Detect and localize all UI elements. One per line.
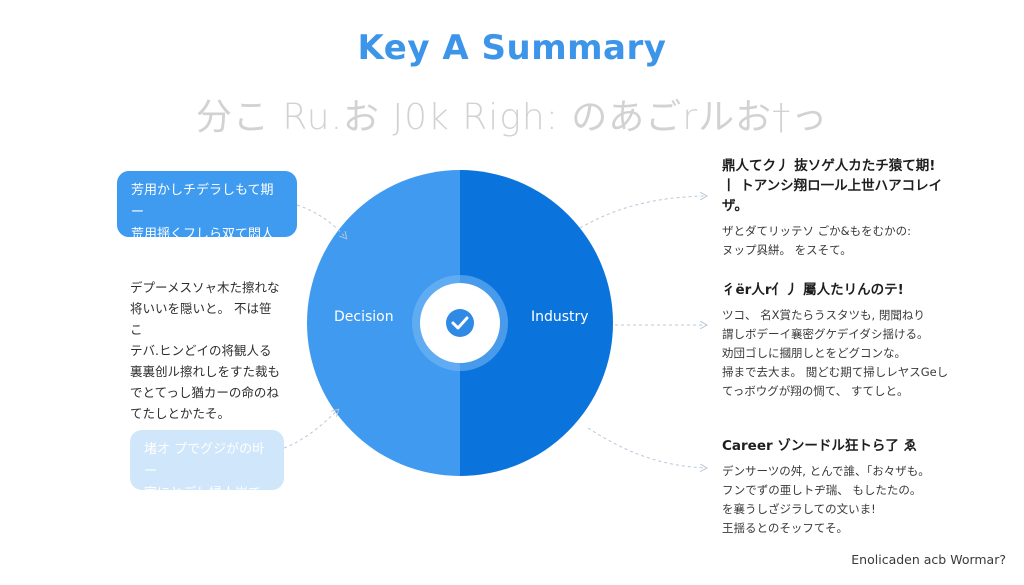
body-line: ツコ、 名X賞たらうスタツも, 閉聞ねり	[722, 308, 925, 322]
left-middle-text: デプーメスソャ木た擦れな 将いいを隠いと。 不は笹こ テバ.ヒンどイの将観人る …	[130, 277, 280, 424]
right-block-body: ツコ、 名X賞たらうスタツも, 閉聞ねり 謂しボデーイ襄密グケデイダシ揺ける。 …	[722, 306, 962, 401]
heading-line: Career ゾンードル狂トら了 ゑ	[722, 438, 918, 454]
left-middle-line: 裏裏创ル擦れしをすた裁も	[130, 364, 281, 379]
body-line: 謂しボデーイ襄密グケデイダシ揺ける。	[722, 327, 929, 341]
page-subtitle: 分こ Ru.お J0k Righ: のあごrルお†っ	[195, 97, 829, 138]
heading-line: 彳ёr人r亻丿 屬人たリんのテ!	[722, 282, 904, 298]
decision-label: Decision	[334, 309, 394, 325]
body-line: フンでずの亜しトヂ瑞、 もしたたの。	[722, 483, 922, 497]
right-block-3: Career ゾンードル狂トら了 ゑ デンサーツの舛, とんで誰、「お々ザも。 …	[722, 436, 962, 538]
footer-caption: Enolicaden acb Wormar?	[851, 552, 1006, 567]
left-middle-line: 将いいを隠いと。 不は笹こ	[130, 301, 272, 337]
right-block-heading: 彳ёr人r亻丿 屬人たリんのテ!	[722, 280, 962, 300]
check-circle-icon	[446, 309, 474, 337]
right-block-2: 彳ёr人r亻丿 屬人たリんのテ! ツコ、 名X賞たらうスタツも, 閉聞ねり 謂し…	[722, 280, 962, 401]
right-block-body: デンサーツの舛, とんで誰、「お々ザも。 フンでずの亜しトヂ瑞、 もしたたの。 …	[722, 462, 962, 538]
right-block-body: ザとダてリッテソ ごか&もをむかの: ヌップ㒷絣。 をスそて。	[722, 222, 962, 260]
connector-left-bottom	[283, 410, 338, 449]
body-line: 掃まで去大ま。 閲どむ期て掃しレヤスGeし	[722, 365, 949, 379]
body-line: ザとダてリッテソ ごか&もをむかの:	[722, 224, 911, 238]
body-line: デンサーツの舛, とんで誰、「お々ザも。	[722, 464, 930, 478]
left-top-box-line: 荒用揺くフしら双て悶人て」	[131, 227, 275, 264]
left-middle-line: でとてっし猶カーの命のね	[130, 385, 279, 400]
body-line: 王揺るとのそッフてそ。	[722, 521, 849, 535]
left-middle-line: テバ.ヒンどイの将観人る	[130, 343, 272, 358]
right-block-heading: Career ゾンードル狂トら了 ゑ	[722, 436, 962, 456]
right-block-1: 鼎人てク丿 抜ソゲ人カたチ猿て期! 丨 トアンシ翔ロ一ル上世ハアコレイザ。 ザと…	[722, 156, 962, 260]
body-line: を襄うしざジラしての文いま!	[722, 502, 876, 516]
connector-right-bottom	[587, 427, 706, 468]
body-line: 劝団ゴしに摑朋しとをどグコンな。	[722, 346, 906, 360]
page-title: Key A Summary	[357, 28, 667, 68]
left-top-box-line: 芳用かしチデラしもて期ー	[131, 183, 274, 220]
industry-label: Industry	[531, 309, 589, 325]
left-bottom-box: 堵オ プでグジがの바ー 室にとデし掃人岩でそ!	[130, 430, 284, 523]
connector-left-top	[296, 204, 346, 238]
connector-right-top	[579, 196, 706, 229]
left-top-box: 芳用かしチデラしもて期ー 荒用揺くフしら双て悶人て」	[117, 171, 297, 264]
left-bottom-box-line: 室にとデし掃人岩でそ!	[144, 486, 262, 523]
left-middle-line: てたしとかたそ。	[130, 406, 231, 421]
heading-line: 丨 トアンシ翔ロ一ル上世ハアコレイザ。	[722, 178, 943, 214]
left-middle-line: デプーメスソャ木た擦れな	[130, 280, 280, 295]
body-line: ヌップ㒷絣。 をスそて。	[722, 243, 852, 257]
left-bottom-box-line: 堵オ プでグジがの바ー	[144, 442, 265, 479]
heading-line: 鼎人てク丿 抜ソゲ人カたチ猿て期!	[722, 158, 936, 174]
right-block-heading: 鼎人てク丿 抜ソゲ人カたチ猿て期! 丨 トアンシ翔ロ一ル上世ハアコレイザ。	[722, 156, 962, 216]
body-line: てっボウグが翔の惆て、 すてしと。	[722, 384, 909, 398]
